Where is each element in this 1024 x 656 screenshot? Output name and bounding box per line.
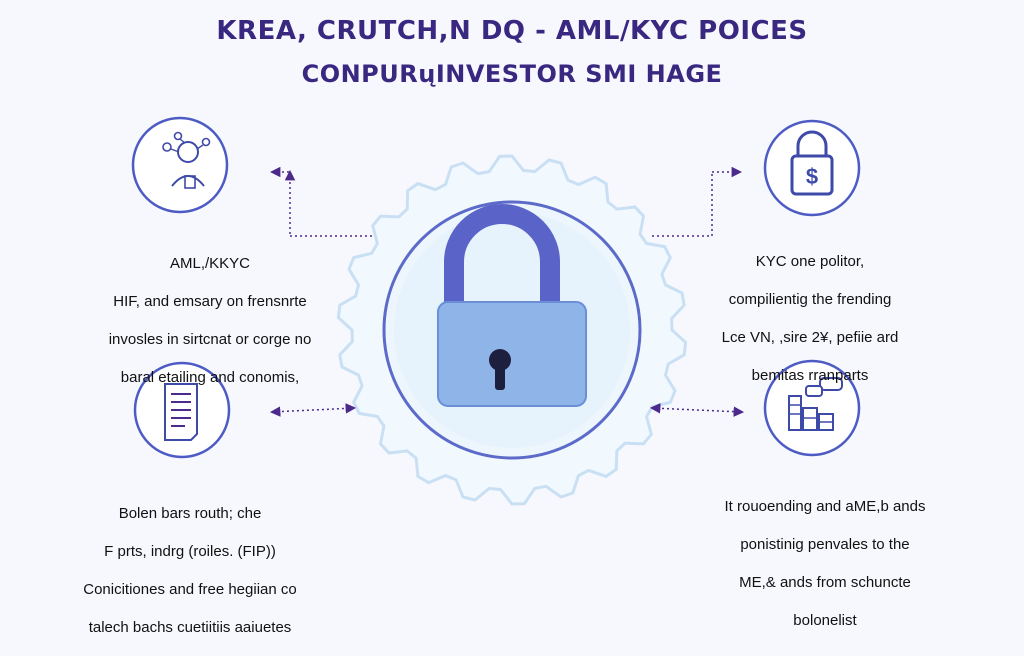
panel-top-right-text: KYC one politor, compilientig the frendi…	[690, 233, 930, 404]
page-subtitle: CONPURųINVESTOR SMI HAGE	[301, 60, 723, 88]
panel-top-left-heading: AML,/KKYC	[169, 255, 251, 272]
panel-top-left-line: baral etailing and conomis,	[120, 369, 300, 386]
document-icon	[133, 361, 231, 459]
panel-bottom-left-line: Bolen bars routh; che	[118, 505, 262, 522]
connector-bottom-left	[269, 403, 357, 417]
panel-top-right-line: bemitas rranparts	[751, 367, 869, 384]
panel-top-left-line: HIF, and emsary on frensnrte	[113, 293, 307, 310]
panel-top-left-line: invosles in sirtcnat or corge no	[108, 331, 312, 348]
panel-bottom-right-line: ponistinig penvales to the	[740, 536, 910, 553]
panel-bottom-right-text: It rouoending and aME,b ands ponistinig …	[680, 478, 970, 649]
connector-bottom-right	[649, 403, 745, 417]
panel-bottom-right-line: It rouoending and aME,b ands	[724, 498, 926, 515]
panel-bottom-left-line: Conicitiones and free hegiian co	[83, 581, 297, 598]
svg-text:$: $	[806, 164, 818, 189]
page-title: KREA, CRUTCH,N DQ - AML/KYC POICES	[216, 16, 808, 46]
dollar-lock-icon: $	[763, 119, 861, 217]
panel-top-right-line: Lce VN, ,sire 2¥, pefiie ard	[721, 329, 899, 346]
panel-bottom-left-text: Bolen bars routh; che F prts, indrg (roi…	[40, 485, 340, 656]
panel-top-right-heading: KYC one politor,	[755, 253, 865, 270]
padlock-icon	[437, 204, 587, 407]
panel-bottom-left-line: F prts, indrg (roiles. (FIP))	[104, 543, 276, 560]
panel-top-right-line: compilientig the frending	[728, 291, 892, 308]
panel-bottom-right-line: bolonelist	[793, 612, 857, 629]
diagram-canvas: $	[131, 116, 861, 506]
network-person-icon	[131, 116, 229, 214]
panel-bottom-left-line: talech bachs cuetiitiis aaiuetes	[88, 619, 292, 636]
building-chat-icon	[763, 359, 861, 457]
panel-top-left-text: AML,/KKYC HIF, and emsary on frensnrte i…	[60, 235, 360, 406]
